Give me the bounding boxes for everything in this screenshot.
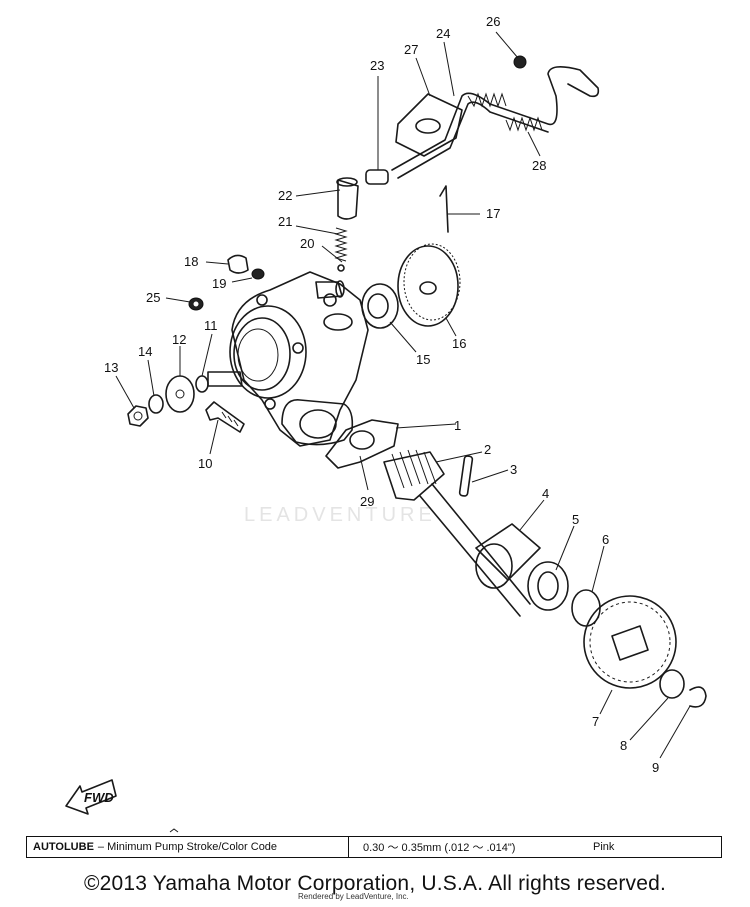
spec-label-cell: AUTOLUBE – Minimum Pump Stroke/Color Cod…	[27, 837, 349, 857]
callout-23: 23	[370, 58, 384, 73]
driven-gear-parts	[361, 185, 461, 329]
fwd-label: FWD	[84, 790, 114, 805]
callout-2: 2	[484, 442, 491, 457]
callout-29: 29	[360, 494, 374, 509]
callout-6: 6	[602, 532, 609, 547]
callout-4: 4	[542, 486, 549, 501]
callout-12: 12	[172, 332, 186, 347]
spec-label-bold: AUTOLUBE	[33, 841, 94, 853]
oil-pipe-assembly	[365, 55, 600, 185]
render-credit: Rendered by LeadVenture, Inc.	[298, 892, 409, 901]
callout-8: 8	[620, 738, 627, 753]
fwd-arrow: FWD	[65, 779, 117, 815]
watermark: LEADVENTURE	[244, 504, 436, 526]
callout-1: 1	[454, 418, 461, 433]
callout-10: 10	[198, 456, 212, 471]
callout-25: 25	[146, 290, 160, 305]
callout-14: 14	[138, 344, 152, 359]
spec-value: 0.30 ～ 0.35mm (.012 ～ .014")	[363, 842, 516, 854]
drive-gear-parts	[583, 595, 707, 708]
callout-21: 21	[278, 214, 292, 229]
callout-15: 15	[416, 352, 430, 367]
spec-table: AUTOLUBE – Minimum Pump Stroke/Color Cod…	[26, 836, 722, 858]
callout-7: 7	[592, 714, 599, 729]
callout-24: 24	[436, 26, 450, 41]
spec-label-rest: – Minimum Pump Stroke/Color Code	[97, 841, 278, 853]
callout-26: 26	[486, 14, 500, 29]
callout-17: 17	[486, 206, 500, 221]
callout-19: 19	[212, 276, 226, 291]
callout-5: 5	[572, 512, 579, 527]
callout-13: 13	[104, 360, 118, 375]
copyright-line: ©2013 Yamaha Motor Corporation, U.S.A. A…	[83, 872, 667, 895]
callout-11: 11	[204, 318, 218, 333]
callout-18: 18	[184, 254, 198, 269]
callout-16: 16	[452, 336, 466, 351]
spec-color-code: Pink	[593, 841, 615, 853]
check-valve-parts	[334, 177, 359, 272]
callout-28: 28	[532, 158, 546, 173]
callout-22: 22	[278, 188, 292, 203]
callouts: 1 2 3 4 5 6 7 8 9 10 11 12 13 14 15 16 1…	[104, 14, 659, 775]
pump-body	[207, 271, 369, 447]
callout-27: 27	[404, 42, 418, 57]
spec-marker	[169, 828, 179, 833]
callout-20: 20	[300, 236, 314, 251]
callout-9: 9	[652, 760, 659, 775]
callout-3: 3	[510, 462, 517, 477]
shaft-bearing-parts	[475, 523, 601, 627]
leader-lines	[115, 31, 691, 759]
